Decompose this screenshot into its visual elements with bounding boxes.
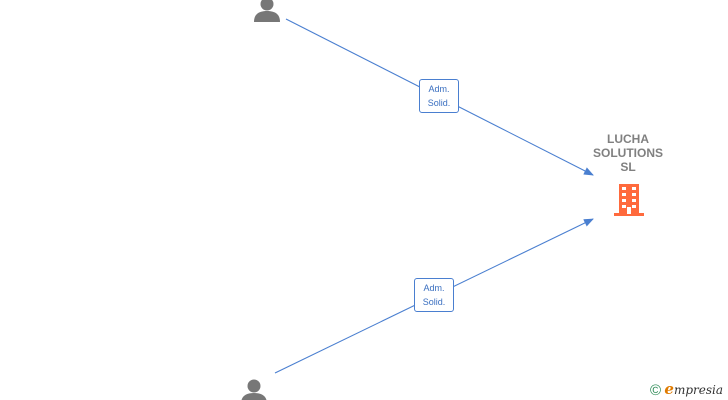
company-name-line: SL [620,160,636,174]
person-icon[interactable] [239,378,269,400]
brand-logo: empresia [664,380,724,398]
person-icon[interactable] [252,0,282,22]
copyright-symbol: © [650,382,662,399]
company-name-line: LUCHA [607,132,649,146]
building-icon[interactable] [614,184,644,216]
copyright-watermark: © empresia [650,380,724,399]
company-name-line: SOLUTIONS [592,146,663,160]
relation-label-top[interactable]: Adm. Solid. [419,79,459,113]
company-name[interactable]: LUCHA SOLUTIONS SL [578,132,678,174]
brand-name: mpresia [673,383,724,397]
relation-label-line1: Adm. [423,283,445,293]
relation-label-line2: Solid. [427,98,451,108]
relation-label-line2: Solid. [422,297,446,307]
brand-initial: e [664,380,674,398]
relation-label-bottom[interactable]: Adm. Solid. [414,278,454,312]
relation-label-line1: Adm. [428,84,450,94]
